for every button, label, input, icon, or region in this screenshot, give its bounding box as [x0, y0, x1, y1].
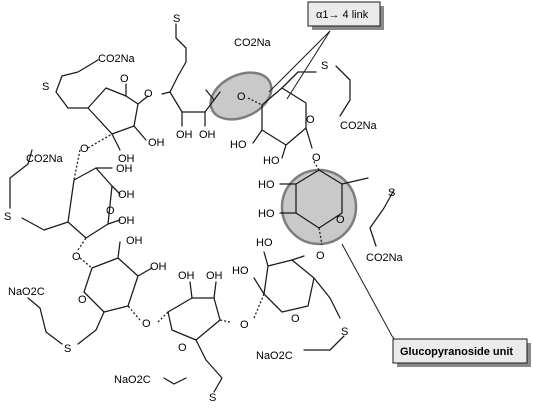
glycosidic-oxygen-label-5: O [72, 251, 81, 263]
carboxylate-label-top: CO2Na [234, 37, 272, 49]
carboxylate-label-left: CO2Na [26, 153, 64, 165]
alpha-1-4-link-highlight [209, 71, 273, 121]
glucose-unit-top-left [55, 59, 171, 151]
ring-oxygen-label-bottom-right: O [291, 313, 300, 325]
glucose-unit-top-right [247, 65, 351, 159]
sulfur-label-top-right: S [321, 60, 328, 72]
glucose-unit-left [9, 149, 121, 251]
hydroxyl-label-right-2: HO [258, 208, 275, 220]
hydroxyl-label-left-1: OH [116, 163, 133, 175]
glycosidic-oxygen-label-6: O [80, 143, 89, 155]
ring-oxygen-label-bottom: O [178, 342, 187, 354]
hydroxyl-label-bottom-right-1: HO [256, 237, 273, 249]
glucose-unit-bottom-left [27, 241, 153, 345]
carboxylate-label-right: CO2Na [366, 252, 404, 264]
unit-callout-text: Glucopyranoside unit [400, 346, 513, 358]
hydroxyl-label-bottom-left-1: OH [126, 235, 143, 247]
glucose-unit-bottom [157, 281, 231, 393]
ring-oxygen-label-bottom-left: O [78, 294, 87, 306]
hydroxyl-label-bottom-right-2: HO [232, 265, 249, 277]
hydroxyl-label-bottom-1: OH [178, 270, 195, 282]
glucopyranoside-unit-highlight [280, 168, 358, 246]
glycosidic-oxygen-label-1: O [312, 152, 321, 164]
hydroxyl-label-top-left-1: OH [148, 137, 165, 149]
hydroxyl-label-bottom-2: OH [206, 270, 223, 282]
link-callout-leader-2 [286, 30, 331, 100]
glucose-unit-right [279, 159, 395, 247]
hydroxyl-label-top-right-2: HO [263, 155, 280, 167]
carboxylate-label-bottom-left: NaO2C [8, 286, 45, 298]
hydroxyl-label-top-2: OH [199, 129, 216, 141]
hydroxyl-label-left-2: OH [118, 189, 135, 201]
sulfur-label-top-left: S [42, 81, 49, 93]
sulfur-label-right: S [388, 187, 395, 199]
hydroxyl-label-top-right-1: HO [230, 139, 247, 151]
glycosidic-oxygen-label-4: O [142, 318, 151, 330]
hydroxyl-label-bottom-left-2: OH [150, 261, 167, 273]
carboxylate-label-top-right: CO2Na [340, 120, 378, 132]
link-callout: α1→ 4 link [307, 1, 384, 30]
sulfur-label-bottom-right: S [341, 326, 348, 338]
hydroxyl-label-right-1: HO [258, 179, 275, 191]
glucose-unit-bottom-right [253, 251, 345, 351]
carboxylate-label-bottom: NaO2C [114, 374, 151, 386]
hydroxyl-label-left-3: OH [118, 215, 135, 227]
glucose-unit-top [169, 23, 221, 127]
carboxylate-label-bottom-right: NaO2C [256, 350, 293, 362]
sulfur-label-bottom-left: S [64, 343, 71, 355]
sulfur-label-top: S [173, 13, 180, 25]
carboxylate-label-top-left: CO2Na [98, 53, 136, 65]
sulfur-label-bottom: S [209, 392, 216, 404]
glycosidic-oxygen-label-2: O [316, 250, 325, 262]
ring-oxygen-label-left: O [106, 205, 115, 217]
unit-callout: Glucopyranoside unit [392, 338, 531, 367]
ring-oxygen-label-top-right: O [306, 114, 315, 126]
hydroxyl-label-top-left-2: OH [118, 153, 135, 165]
link-callout-text: α1→ 4 link [316, 9, 369, 21]
hydroxyl-label-top-1: OH [176, 129, 193, 141]
glycosidic-oxygen-label-3: O [240, 319, 249, 331]
sulfur-label-left: S [4, 211, 11, 223]
ring-oxygen-label-top: O [144, 88, 153, 100]
ring-oxygen-label-right: O [336, 214, 345, 226]
link-callout-leader-1 [268, 30, 331, 93]
ring-oxygen-label-top-left: O [120, 73, 129, 85]
linkage-oxygen-label: O [237, 91, 246, 103]
